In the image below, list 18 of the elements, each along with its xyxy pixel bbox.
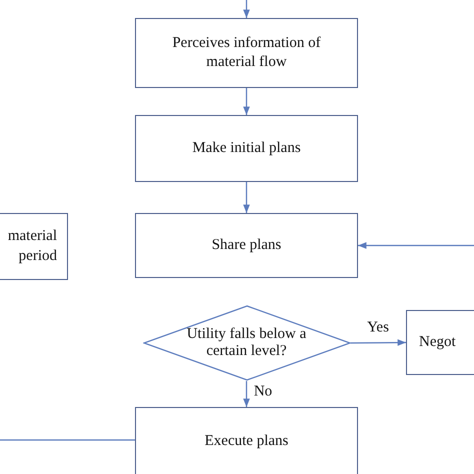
process-box <box>135 407 358 474</box>
arrow <box>243 182 250 213</box>
process-box <box>135 115 358 182</box>
step-text: Negot <box>419 332 456 352</box>
step-text: Perceives information of material flow <box>171 34 322 72</box>
connector-line <box>0 439 135 441</box>
step-text: Share plans <box>212 236 282 255</box>
step-text: material period <box>6 227 57 266</box>
arrow <box>350 339 406 346</box>
decision-text: Utility falls below a certain level? <box>186 326 308 360</box>
arrow <box>358 242 474 249</box>
arrow <box>243 0 250 18</box>
step-text: Execute plans <box>204 432 288 452</box>
arrow <box>243 88 250 115</box>
process-box <box>135 213 358 278</box>
process-box <box>135 18 358 88</box>
step-text: Make initial plans <box>192 138 301 158</box>
arrow <box>243 381 250 407</box>
